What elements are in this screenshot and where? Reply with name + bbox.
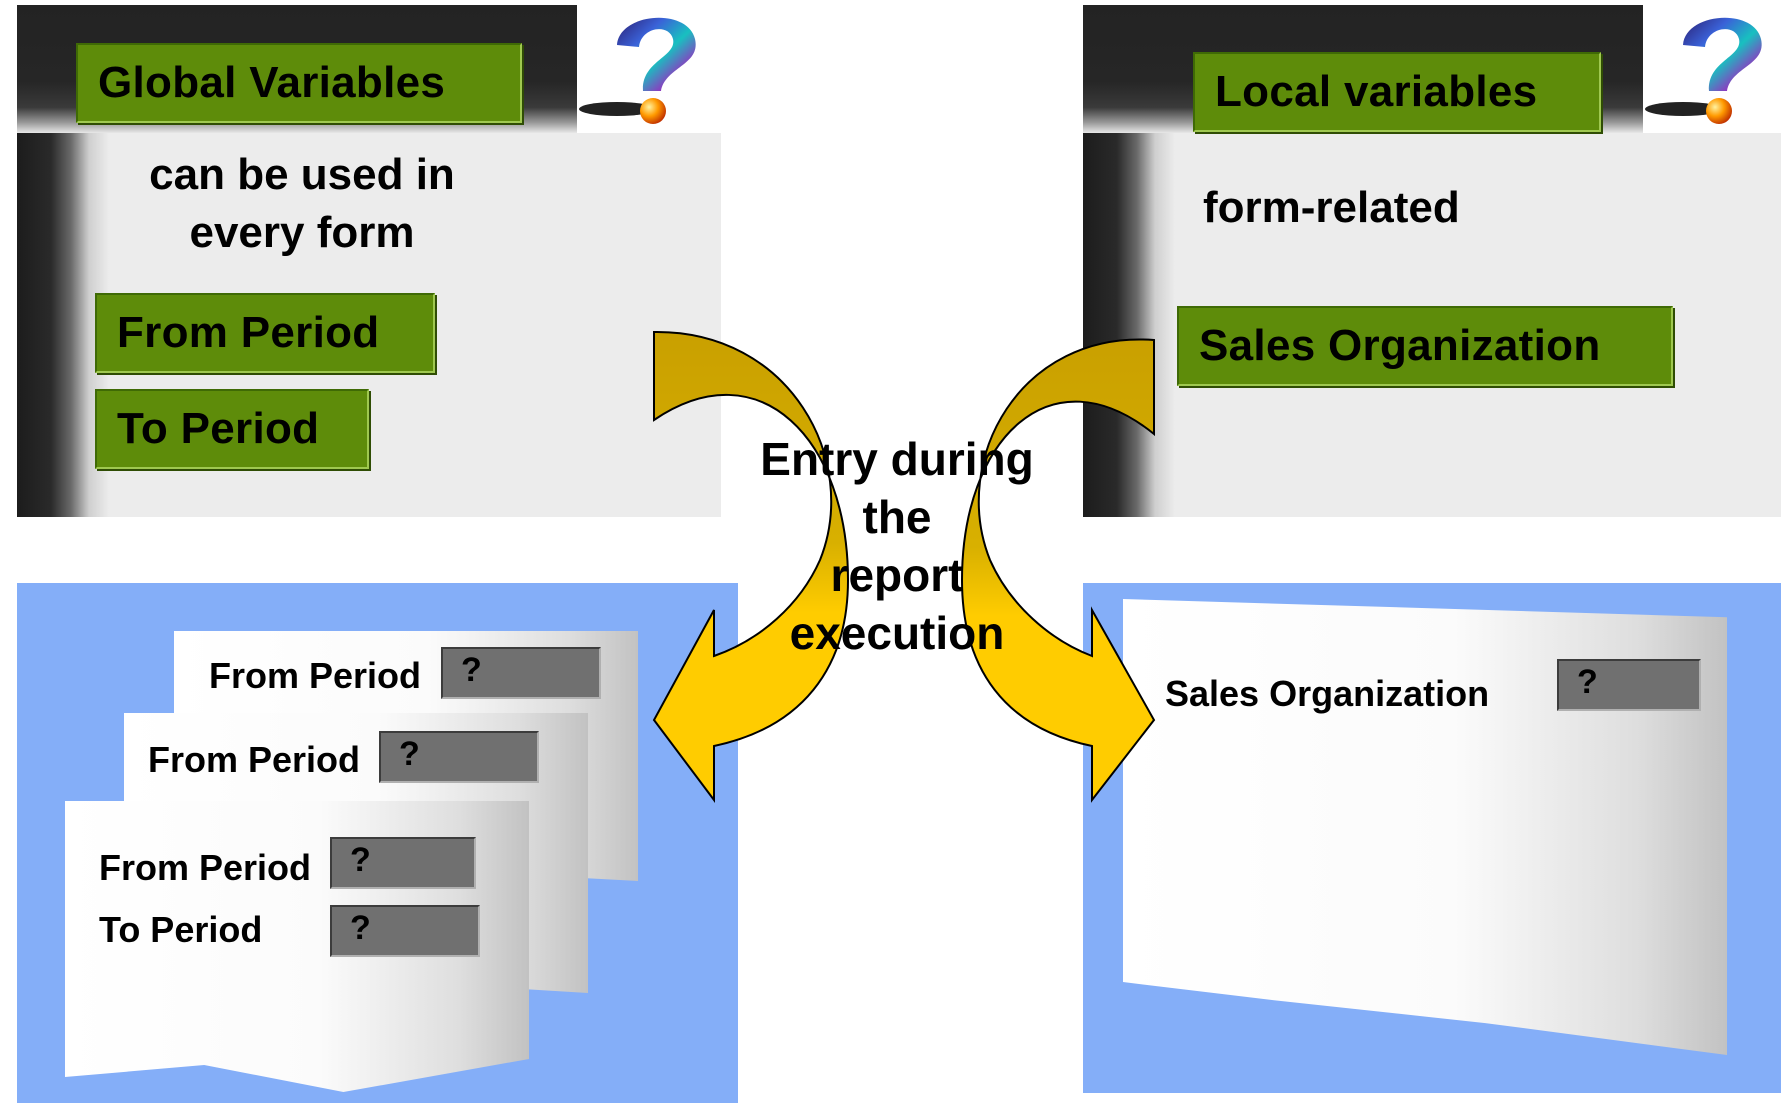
local-variables-title: Local variables bbox=[1193, 52, 1601, 132]
question-mark-icon bbox=[1645, 17, 1762, 124]
from-period-input[interactable]: ? bbox=[330, 837, 476, 889]
from-period-input[interactable]: ? bbox=[379, 731, 539, 783]
center-label-line3: report bbox=[830, 549, 964, 601]
variable-sales-organization: Sales Organization bbox=[1177, 306, 1673, 386]
form-label-from-period: From Period bbox=[99, 847, 312, 888]
local-description: form-related bbox=[1203, 183, 1460, 232]
help-icon-box bbox=[1643, 5, 1781, 133]
sales-organization-input[interactable]: ? bbox=[1557, 659, 1701, 711]
global-variables-panel: Global Variables can be used in every fo… bbox=[17, 5, 721, 517]
global-description-line1: can be used in bbox=[149, 150, 455, 199]
curved-arrow-down-left-icon bbox=[652, 330, 850, 803]
local-variables-panel: Local variables form-related Sales Organ… bbox=[1083, 5, 1781, 517]
center-label-line1: Entry during bbox=[760, 433, 1034, 485]
global-variables-title: Global Variables bbox=[76, 43, 522, 123]
global-description-line2: every form bbox=[189, 208, 415, 257]
curved-arrow-down-right-icon bbox=[960, 338, 1156, 803]
question-mark-icon bbox=[579, 17, 696, 124]
variable-from-period: From Period bbox=[95, 293, 435, 373]
to-period-input[interactable]: ? bbox=[330, 905, 480, 957]
local-form-panel: Sales Organization ? bbox=[1083, 583, 1781, 1093]
entry-during-report-execution-label: Entry during the report execution bbox=[732, 430, 1062, 662]
form-label-sales-organization: Sales Organization bbox=[1165, 673, 1490, 714]
center-label-line4: execution bbox=[789, 607, 1005, 659]
center-label-line2: the bbox=[862, 491, 932, 543]
global-forms-panel: From Period ? From Period ? From Period … bbox=[17, 583, 738, 1103]
form-label-from-period: From Period bbox=[209, 655, 422, 696]
variable-to-period: To Period bbox=[95, 389, 369, 469]
form-label-from-period: From Period bbox=[148, 739, 361, 780]
from-period-input[interactable]: ? bbox=[441, 647, 601, 699]
help-icon-box bbox=[577, 5, 721, 133]
form-label-to-period: To Period bbox=[99, 909, 263, 950]
